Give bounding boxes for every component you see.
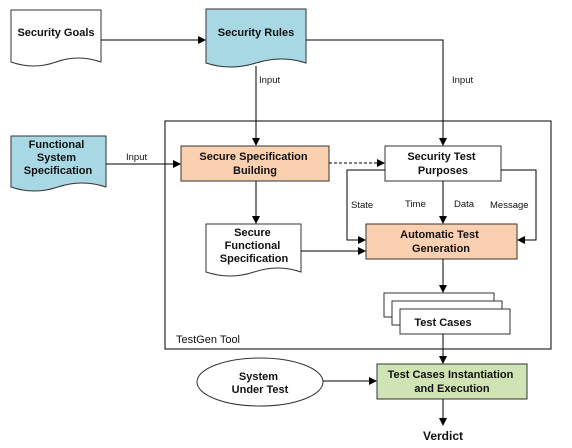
secure-functional-specification-label: Secure Functional Specification xyxy=(220,227,289,265)
arrow-purposes-message-to-generation xyxy=(501,169,537,244)
security-goals-document xyxy=(10,9,102,67)
security-goals-label: Security Goals xyxy=(17,27,94,39)
system-under-test-ellipse xyxy=(196,357,324,407)
edge-label-input-functional: Input xyxy=(126,152,147,163)
testgen-tool-label: TestGen Tool xyxy=(176,334,240,346)
secure-specification-building-box xyxy=(180,145,330,182)
edge-label-message: Message xyxy=(490,200,529,211)
system-under-test-label: System Under Test xyxy=(232,371,289,396)
secure-functional-specification-document xyxy=(205,223,302,277)
verdict-label: Verdict xyxy=(423,429,463,443)
security-rules-document xyxy=(205,8,307,68)
test-cases-label: Test Cases xyxy=(414,317,471,329)
functional-system-specification-label: Functional System Specification xyxy=(24,139,93,177)
arrow-purposes-state-to-generation xyxy=(346,169,385,244)
test-instantiation-execution-box xyxy=(376,363,528,400)
edge-label-input-rules-down: Input xyxy=(259,75,280,86)
test-cases-card-front xyxy=(399,308,511,335)
secure-specification-building-label: Secure Specification Building xyxy=(199,151,310,177)
test-instantiation-execution-label: Test Cases Instantiation and Execution xyxy=(388,369,517,395)
security-rules-label: Security Rules xyxy=(218,27,294,39)
edge-label-data: Data xyxy=(454,199,475,210)
testgen-tool-frame xyxy=(164,120,552,350)
functional-system-specification-document xyxy=(10,135,107,192)
edge-label-state: State xyxy=(351,200,373,211)
edge-label-time: Time xyxy=(405,199,426,210)
automatic-test-generation-label: Automatic Test Generation xyxy=(400,229,482,255)
security-test-purposes-label: Security Test Purposes xyxy=(407,151,478,177)
edge-label-input-rules-right: Input xyxy=(452,75,473,86)
arrow-rules-to-test-purposes xyxy=(306,39,447,146)
